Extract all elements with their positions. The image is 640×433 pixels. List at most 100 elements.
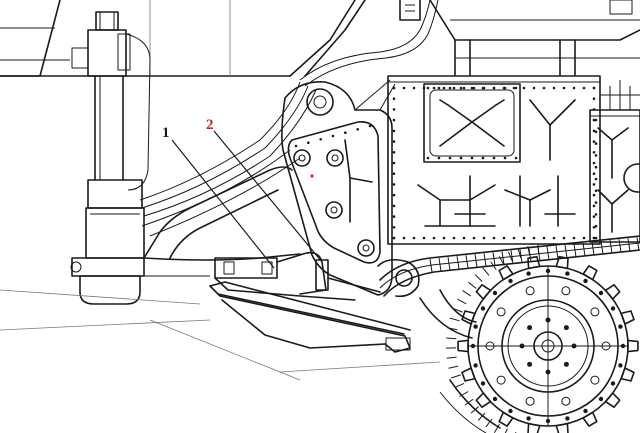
rivet	[592, 151, 596, 154]
sprocket-bolt	[480, 381, 486, 386]
rivet	[594, 213, 598, 216]
sprocket-tooth	[604, 283, 621, 300]
hub-bolt	[563, 325, 569, 331]
track-link	[457, 298, 467, 305]
rivet	[426, 86, 430, 90]
rivet	[392, 236, 396, 240]
rivet	[392, 215, 396, 218]
rivet	[470, 156, 474, 160]
rivet	[368, 124, 372, 128]
track-link	[448, 365, 459, 369]
rivet	[392, 86, 396, 90]
rivet	[592, 215, 596, 218]
rivet	[552, 236, 556, 240]
track-link	[627, 238, 631, 252]
track-link	[477, 412, 486, 421]
rivet	[344, 131, 347, 134]
track-link	[464, 398, 474, 406]
track-link	[482, 267, 490, 276]
track-link	[451, 374, 461, 379]
sprocket-tooth	[620, 367, 635, 382]
rivet	[437, 86, 441, 90]
rivet	[442, 236, 446, 240]
track-link	[485, 418, 493, 428]
rivet	[592, 140, 596, 143]
sprocket-hole	[590, 307, 600, 317]
track-link	[447, 257, 451, 271]
rivet	[512, 86, 516, 90]
rivet	[307, 141, 310, 144]
sprocket-bolt	[610, 306, 616, 311]
sprocket-bolt	[480, 306, 486, 311]
track-link	[474, 274, 483, 282]
track-link	[508, 251, 513, 262]
sprocket-hole	[561, 396, 571, 406]
rivet	[402, 86, 406, 90]
rivet	[514, 86, 518, 90]
rivet	[392, 129, 396, 133]
ground-lines	[0, 289, 441, 381]
sprocket-bolt	[618, 324, 623, 329]
rivet	[482, 236, 486, 240]
rivet	[592, 97, 596, 100]
sprocket-bolt	[565, 416, 570, 421]
hub-bolt	[563, 361, 569, 367]
track-link	[446, 337, 457, 340]
rivet	[294, 144, 298, 148]
rivet	[392, 226, 396, 229]
sprocket-bolt	[508, 408, 513, 414]
rivet	[459, 86, 463, 90]
sprocket-bolt	[526, 271, 531, 276]
sprocket-bolt	[583, 408, 588, 414]
sprocket-bolt	[492, 396, 498, 402]
rivet	[392, 97, 396, 100]
rivet	[472, 86, 476, 90]
rivet	[592, 118, 596, 122]
track-link	[517, 248, 522, 259]
rivet	[542, 236, 546, 240]
track-link	[564, 244, 568, 258]
rivet	[437, 156, 441, 160]
rivet	[448, 86, 452, 90]
sprocket-hole	[525, 286, 535, 296]
equipment-box-left	[387, 75, 601, 245]
sprocket-teeth	[457, 255, 639, 433]
track-link	[591, 241, 595, 256]
hose-bundle	[139, 0, 439, 237]
sprocket-tooth	[604, 392, 621, 409]
track-link	[453, 308, 463, 313]
rivet	[356, 128, 360, 131]
sprocket-tooth	[498, 265, 514, 281]
sprocket-bolt	[492, 290, 498, 296]
rivet	[392, 118, 396, 122]
sprocket-bolts	[470, 268, 626, 424]
rivet	[392, 193, 396, 197]
rivet	[592, 86, 596, 90]
rivet	[592, 226, 596, 229]
rivet	[432, 86, 436, 90]
sprocket-tooth	[582, 265, 598, 281]
rivet	[472, 236, 476, 240]
sprocket-bolt	[610, 381, 616, 386]
sprocket-tooth	[555, 422, 569, 433]
track-link	[438, 258, 442, 272]
rivet	[402, 236, 406, 240]
track-link	[456, 256, 460, 270]
rivet	[562, 236, 566, 240]
rivets	[294, 86, 598, 240]
rivet	[562, 86, 566, 90]
rivet	[594, 154, 598, 157]
rivet	[582, 86, 586, 90]
rivet	[532, 86, 536, 90]
rivet	[442, 86, 446, 90]
track-link	[504, 428, 508, 433]
track-link	[600, 241, 604, 255]
rivet	[572, 86, 576, 90]
hub-bolt	[527, 361, 533, 367]
pivot-bracket	[281, 79, 396, 296]
track-link	[465, 255, 469, 269]
track-link	[618, 239, 622, 253]
rivet	[594, 189, 598, 193]
rivet	[331, 134, 335, 138]
sprocket-tooth	[461, 310, 476, 325]
